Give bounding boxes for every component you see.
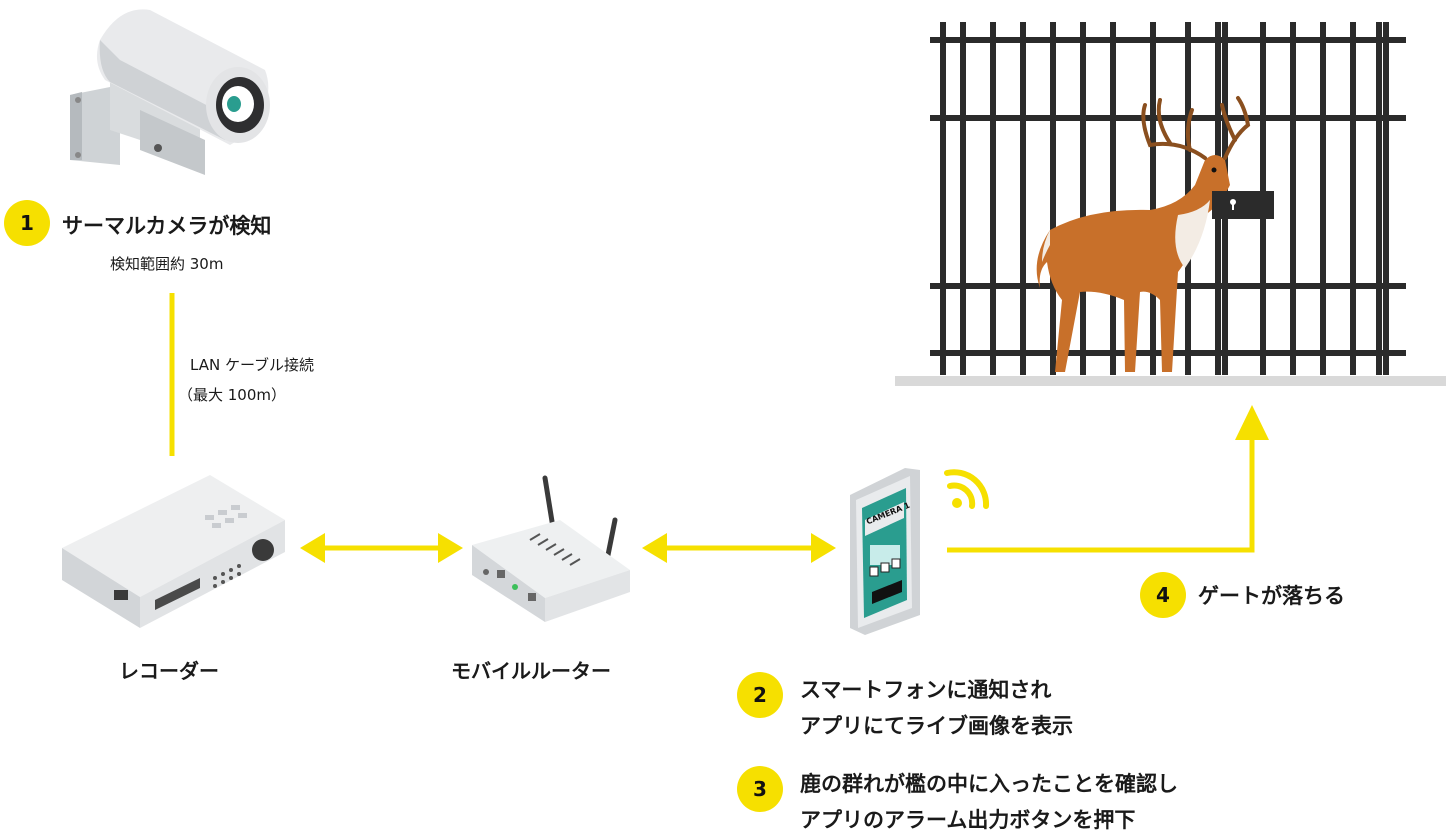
router-label: モバイルルーター <box>451 659 611 683</box>
deer-icon <box>1036 96 1251 372</box>
cage-bar <box>1320 22 1326 375</box>
cage-bar <box>990 22 996 375</box>
cage-bar <box>1020 22 1026 375</box>
cage-bar <box>960 22 966 375</box>
cage-icon <box>895 22 1446 386</box>
cage-bar <box>1290 22 1296 375</box>
router-icon <box>472 475 630 622</box>
arrow-phone-gate <box>947 415 1255 553</box>
step-4-badge: 4 <box>1140 572 1186 618</box>
step-4-title: ゲートが落ちる <box>1198 584 1345 608</box>
recorder-label: レコーダー <box>119 659 219 683</box>
step-2-line1: スマートフォンに通知され <box>800 678 1052 702</box>
wifi-signal-icon <box>944 469 990 509</box>
step-3-line2: アプリのアラーム出力ボタンを押下 <box>800 808 1136 832</box>
step-2-line2: アプリにてライブ画像を表示 <box>800 714 1073 738</box>
cage-bar <box>1110 22 1116 375</box>
gate-lock-icon <box>1212 191 1274 219</box>
cage-bar <box>940 22 946 375</box>
cage-bar <box>1350 22 1356 375</box>
step-1-title: サーマルカメラが検知 <box>62 214 272 238</box>
detection-range-text: 検知範囲約 30m <box>110 255 224 273</box>
cage-bar <box>1376 22 1382 375</box>
cage-bar <box>1383 22 1389 375</box>
step-3-badge: 3 <box>737 766 783 812</box>
recorder-icon <box>62 475 285 628</box>
cage-bar <box>1050 22 1056 375</box>
thermal-camera-icon <box>70 9 270 175</box>
smartphone-icon <box>850 468 920 635</box>
step-3-line1: 鹿の群れが檻の中に入ったことを確認し <box>800 772 1178 796</box>
step-2-badge: 2 <box>737 672 783 718</box>
cage-bar <box>1080 22 1086 375</box>
cable-text-line1: LAN ケーブル接続 <box>190 356 315 374</box>
cage-bar <box>1150 22 1156 375</box>
cable-text-line2: （最大 100m） <box>178 386 287 404</box>
step-1-badge: 1 <box>4 200 50 246</box>
